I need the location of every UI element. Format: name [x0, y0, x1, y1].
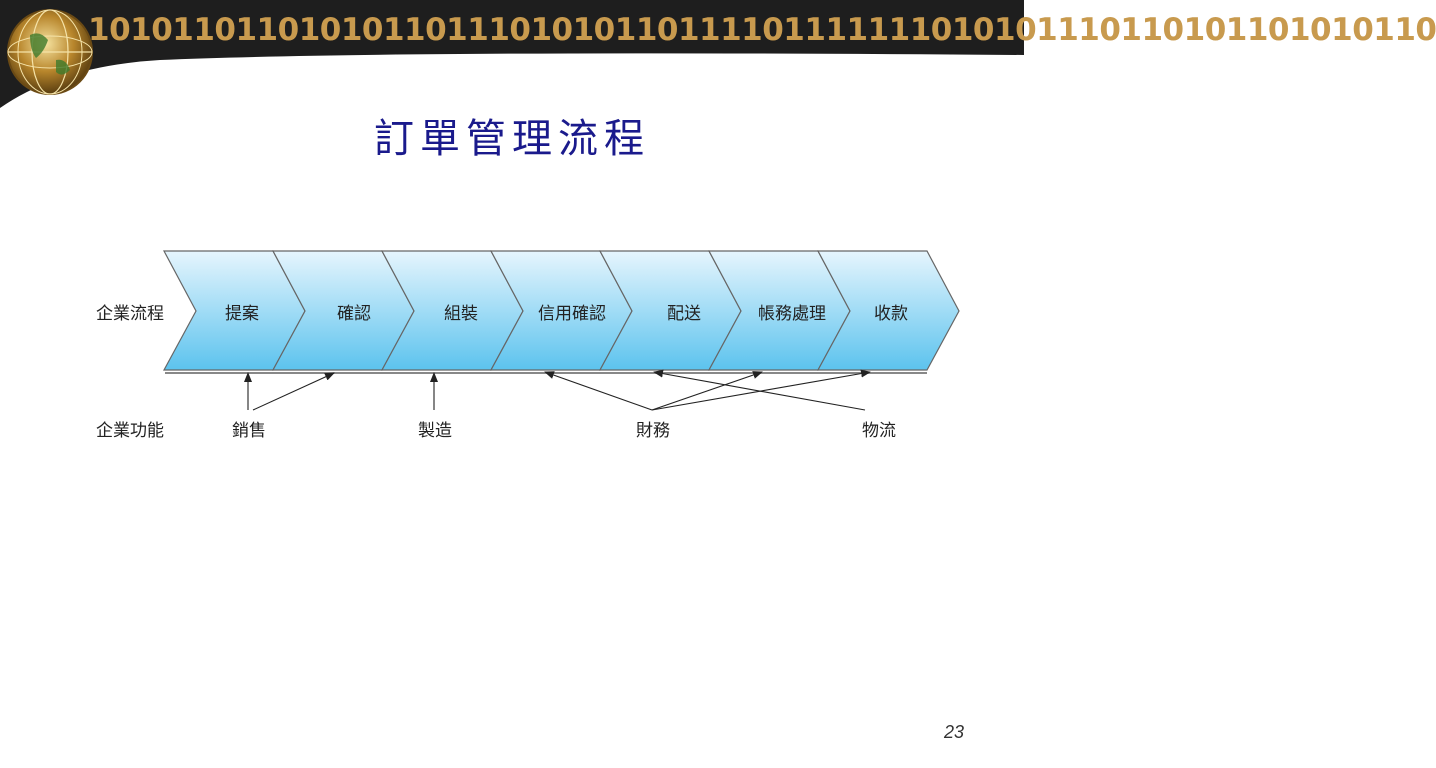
step-label-assembly: 組裝 — [444, 304, 478, 324]
function-row-label: 企業功能 — [96, 421, 164, 441]
step-label-collection: 收款 — [874, 304, 908, 324]
function-label-manufacturing: 製造 — [418, 421, 452, 441]
arrow-finance-to-billing — [651, 371, 763, 411]
step-label-confirm: 確認 — [337, 304, 371, 324]
order-process-diagram — [162, 250, 960, 411]
step-label-billing: 帳務處理 — [758, 304, 826, 324]
step-label-delivery: 配送 — [667, 304, 701, 324]
arrow-sales-to-confirm — [252, 372, 335, 411]
binary-pattern-text: 1010110110101011011101010110111101111111… — [88, 12, 1436, 48]
arrow-finance-to-credit-check — [544, 371, 653, 411]
arrow-logistics-to-delivery — [653, 369, 866, 411]
page-number: 23 — [943, 722, 964, 742]
function-label-sales: 銷售 — [232, 421, 266, 441]
step-label-credit-check: 信用確認 — [538, 304, 606, 324]
process-row-label: 企業流程 — [96, 304, 164, 324]
header-banner — [0, 0, 1024, 108]
function-label-finance: 財務 — [636, 421, 670, 441]
step-label-proposal: 提案 — [225, 304, 259, 324]
globe-icon — [7, 9, 93, 95]
chevron-7 — [816, 250, 960, 371]
slide-title: 訂單管理流程 — [374, 116, 650, 162]
function-label-logistics: 物流 — [862, 421, 896, 441]
